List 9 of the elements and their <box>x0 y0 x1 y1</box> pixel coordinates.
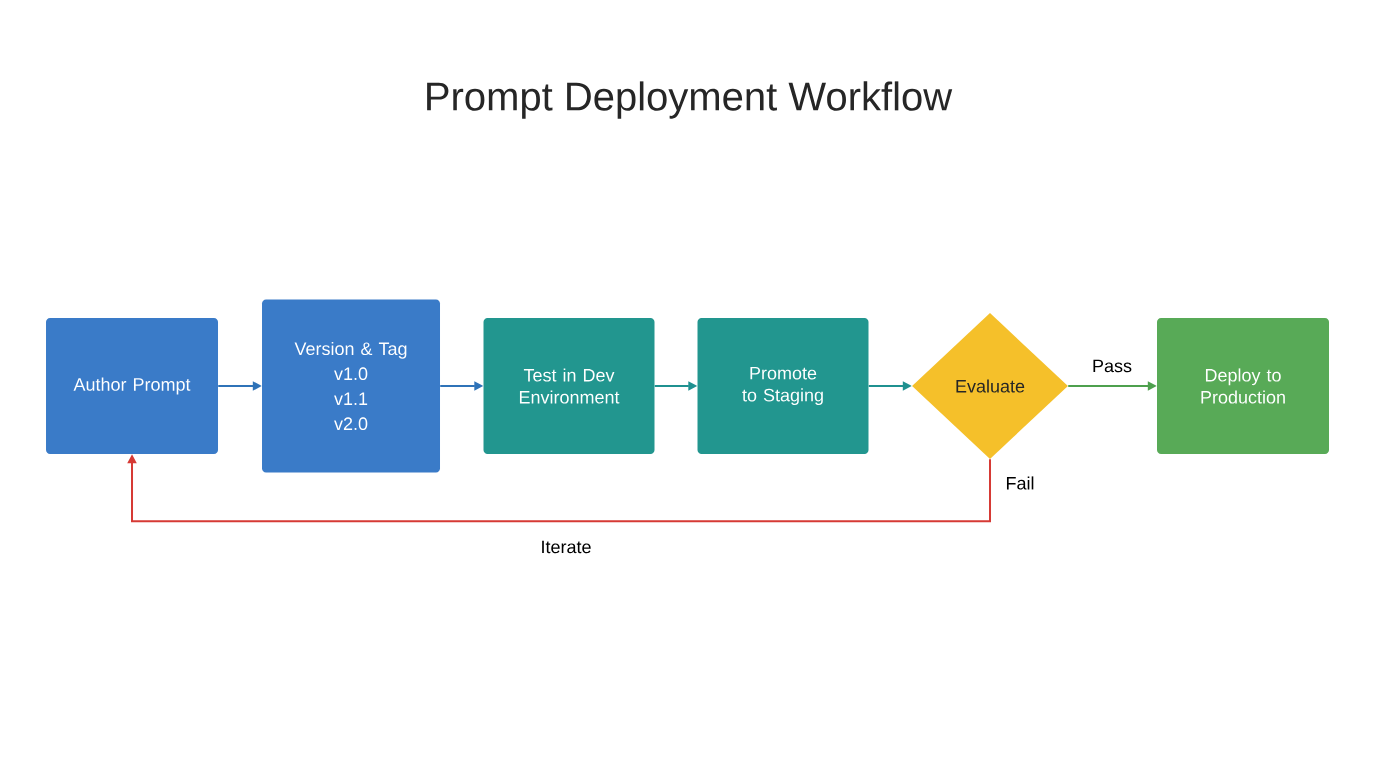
edge-label: Iterate <box>538 538 594 556</box>
process-box: Version & Tag v1.0 v1.1 v2.0 <box>262 299 440 473</box>
process-box: Deploy to Production <box>1157 318 1329 454</box>
process-box: Test in Dev Environment <box>483 318 655 454</box>
process-box: Promote to Staging <box>697 318 869 454</box>
branch-label: Fail <box>1007 476 1034 490</box>
edge-label: Pass <box>1090 357 1134 375</box>
title: Prompt Deployment Workflow <box>427 81 953 119</box>
process-box: Author Prompt <box>46 318 218 454</box>
